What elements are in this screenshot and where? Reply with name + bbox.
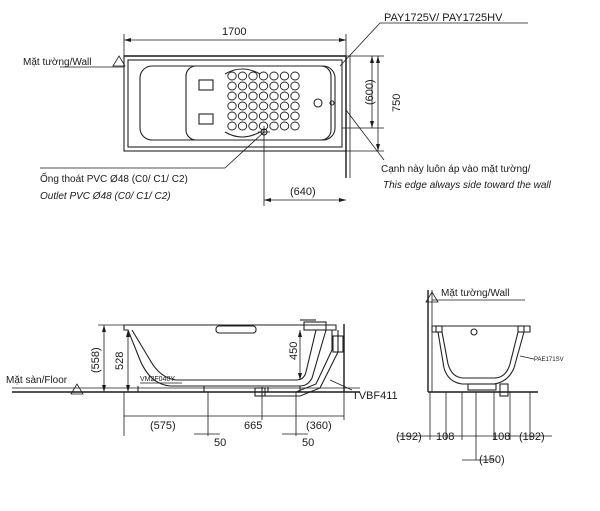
anti-slip-dot (279, 121, 290, 131)
anti-slip-dot (227, 111, 237, 121)
anti-slip-dot (258, 91, 269, 101)
part-label-left: VM2F040Y (140, 376, 175, 383)
dim-50-left: 50 (214, 437, 226, 449)
anti-slip-dot (269, 81, 279, 91)
anti-slip-dot (269, 91, 279, 101)
wall-label-top: Mặt tường/Wall (23, 57, 91, 68)
overflow-fitting (332, 335, 344, 353)
overflow-end-icon (470, 328, 478, 336)
anti-slip-dot (290, 101, 300, 111)
anti-slip-dot (227, 121, 237, 131)
anti-slip-dot (227, 91, 237, 101)
anti-slip-dot (248, 71, 258, 81)
dim-outer-width: 750 (391, 94, 403, 112)
anti-slip-dot (258, 81, 269, 91)
anti-slip-dot (258, 121, 269, 131)
anti-slip-dot (279, 81, 290, 91)
anti-slip-dot (248, 91, 258, 101)
anti-slip-dot (279, 71, 290, 81)
anti-slip-dot (237, 81, 248, 91)
anti-slip-dot (279, 101, 290, 111)
dim-height: 528 (114, 352, 126, 370)
handle-left-2 (198, 113, 214, 125)
anti-slip-dot (290, 91, 300, 101)
wall-label-end: Mặt tường/Wall (441, 288, 509, 299)
anti-slip-dot (227, 81, 237, 91)
anti-slip-dot (290, 81, 300, 91)
tub-inner-top (185, 65, 332, 141)
anti-slip-dot (258, 101, 269, 111)
part-label-drain: TVBF411 (352, 390, 398, 402)
side-view: Mặt sàn/Floor VM2F040Y TVBF411 (558) 5 (6, 319, 398, 449)
dim-360: (360) (306, 420, 332, 432)
anti-slip-pattern (227, 71, 300, 131)
overflow-side (303, 321, 327, 331)
anti-slip-dot (237, 111, 248, 121)
edge-note-en: This edge always side toward the wall (383, 180, 552, 191)
anti-slip-dot (237, 71, 248, 81)
top-view: Mặt tường/Wall 1700 PAY1725V/ PAY1725HV (23, 12, 552, 206)
handle-left (198, 79, 214, 91)
anti-slip-dot (258, 71, 269, 81)
wall-marker-end (425, 291, 439, 303)
anti-slip-dot (279, 111, 290, 121)
anti-slip-dot (269, 101, 279, 111)
dim-108-right: 108 (492, 431, 510, 443)
end-view: Mặt tường/Wall PAE171SV (192) 108 108 (1… (396, 288, 564, 466)
dim-length: 1700 (222, 26, 246, 38)
dim-192-right: (192) (519, 431, 545, 443)
drain-end (467, 383, 497, 391)
tub-rim-top (127, 59, 343, 148)
tub-basin-top (139, 65, 336, 141)
dim-575: (575) (150, 420, 176, 432)
model-label: PAY1725V/ PAY1725HV (384, 12, 503, 24)
dim-depth: 450 (288, 342, 300, 360)
wall-marker-triangle (112, 55, 126, 67)
anti-slip-dot (290, 121, 300, 131)
overflow-icon (313, 98, 323, 108)
anti-slip-dot (248, 101, 258, 111)
anti-slip-dot (269, 111, 279, 121)
edge-leader (345, 109, 385, 161)
anti-slip-dot (237, 101, 248, 111)
headrest-arc (224, 68, 261, 75)
dim-192-left: (192) (396, 431, 422, 443)
anti-slip-dot (227, 71, 237, 81)
dim-150: (150) (479, 454, 505, 466)
outlet-label-vi: Ống thoát PVC Ø48 (C0/ C1/ C2) (40, 171, 188, 185)
dim-height-outer: (558) (90, 347, 102, 373)
edge-note-vi: Cạnh này luôn áp vào mặt tường/ (381, 164, 531, 175)
dim-inner-width: (600) (364, 79, 376, 105)
anti-slip-dot (279, 91, 290, 101)
anti-slip-dot (237, 121, 248, 131)
drain-fitting (254, 387, 266, 397)
outlet-label-en: Outlet PVC Ø48 (C0/ C1/ C2) (40, 191, 171, 202)
anti-slip-dot (290, 111, 300, 121)
anti-slip-dot (237, 91, 248, 101)
anti-slip-dot (248, 81, 258, 91)
dim-108-left: 108 (436, 431, 454, 443)
anti-slip-dot (269, 121, 279, 131)
anti-slip-dot (258, 111, 269, 121)
grip-arc (224, 131, 261, 138)
anti-slip-dot (269, 71, 279, 81)
dim-50-right: 50 (302, 437, 314, 449)
headrest-side (215, 325, 257, 334)
anti-slip-dot (227, 101, 237, 111)
outlet-leader (224, 131, 265, 169)
tub-side-inner (131, 329, 317, 381)
drain-pipe (261, 330, 339, 397)
dim-665: 665 (244, 420, 262, 432)
anti-slip-dot (248, 121, 258, 131)
dim-outlet-offset: (640) (290, 186, 316, 198)
anti-slip-dot (248, 111, 258, 121)
floor-label: Mặt sàn/Floor (6, 375, 68, 386)
part-label-end: PAE171SV (534, 357, 564, 363)
overflow-icon-2 (329, 100, 335, 106)
anti-slip-dot (290, 71, 300, 81)
floor-marker-triangle (70, 383, 84, 395)
